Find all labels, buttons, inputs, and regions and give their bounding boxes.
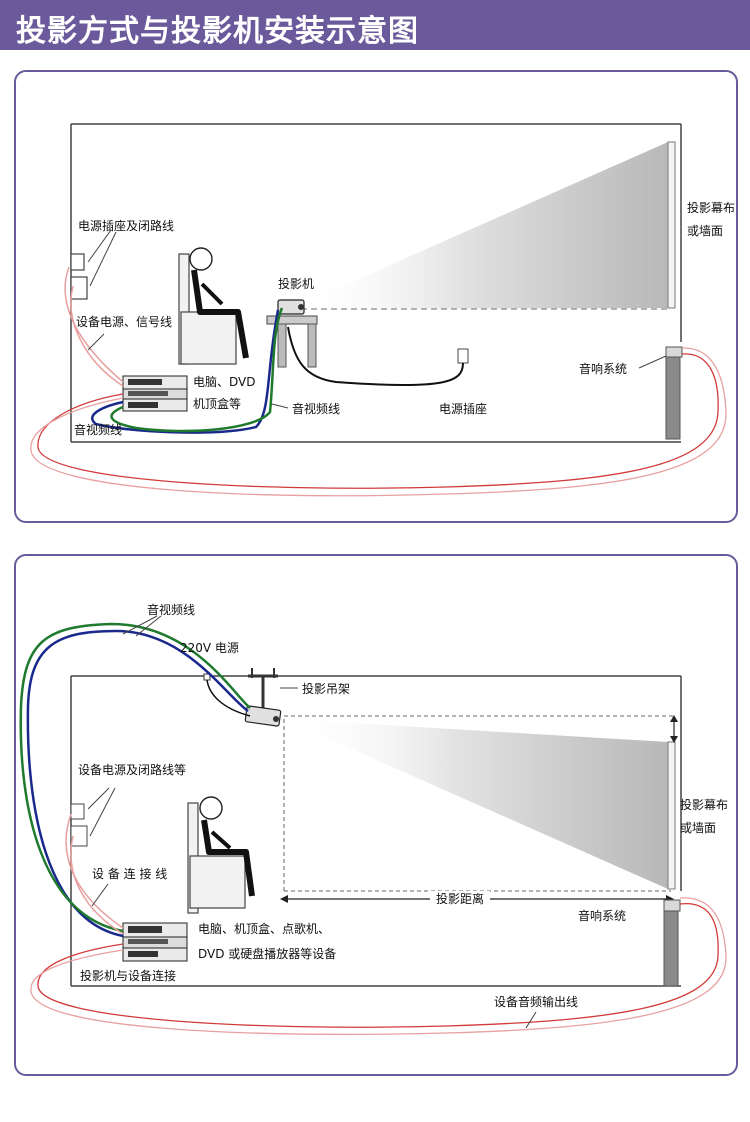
label-projector-connection: 投影机与设备连接 xyxy=(80,968,176,983)
label-power-socket: 电源插座及闭路线 xyxy=(78,218,174,233)
projection-beam xyxy=(284,719,668,889)
label-power-220v: 220V 电源 xyxy=(180,641,239,655)
ceiling-mount-icon xyxy=(248,668,278,708)
av-cable-blue xyxy=(26,629,249,938)
diagram-1-canvas: 电源插座及闭路线 设备电源、信号线 音视频线 投影机 投影幕布 或墙面 电脑、D… xyxy=(30,123,735,497)
pointer-socket-2 xyxy=(89,231,117,287)
cable-pink-2 xyxy=(70,835,124,935)
title-bar: 投影方式与投影机安装示意图 xyxy=(0,0,750,50)
label-av-cable-left: 音视频线 xyxy=(74,422,122,437)
cable-pink-2 xyxy=(70,285,124,387)
label-av-cable: 音视频线 xyxy=(147,602,195,617)
projection-screen xyxy=(667,141,676,309)
label-audio-system: 音响系统 xyxy=(579,361,627,376)
label-screen-2: 或墙面 xyxy=(680,821,716,835)
viewer-chair-icon xyxy=(178,247,249,365)
label-projector: 投影机 xyxy=(278,276,314,291)
label-screen-1: 投影幕布 xyxy=(680,797,728,812)
page-title: 投影方式与投影机安装示意图 xyxy=(16,14,419,49)
projector-power-cable xyxy=(287,326,464,387)
label-audio-system: 音响系统 xyxy=(578,908,626,923)
label-audio-output-line: 设备音频输出线 xyxy=(494,994,578,1009)
av-cable-blue xyxy=(91,309,280,434)
device-stack-icon xyxy=(122,375,188,412)
label-device-connect-line: 设 备 连 接 线 xyxy=(92,866,167,881)
speaker-icon xyxy=(665,356,681,440)
wall-power-outlet-icon xyxy=(457,348,469,364)
wall-socket-upper xyxy=(70,803,85,820)
pointer-audio-output xyxy=(525,1011,537,1029)
projection-beam xyxy=(291,142,668,309)
label-wall-socket: 电源插座 xyxy=(439,401,487,416)
pointer-av-1 xyxy=(122,615,158,635)
label-device-power-signal: 设备电源、信号线 xyxy=(76,315,172,329)
diagram-panel-1: 电源插座及闭路线 设备电源、信号线 音视频线 投影机 投影幕布 或墙面 电脑、D… xyxy=(14,70,738,523)
pointer-socket-2 xyxy=(89,787,116,837)
label-ceiling-mount: 投影吊架 xyxy=(302,681,350,696)
audio-cable-pink xyxy=(30,897,727,1036)
label-screen-1: 投影幕布 xyxy=(687,200,735,215)
pointer-av-cable xyxy=(271,403,289,409)
device-stack-icon xyxy=(122,922,188,962)
projector-table-icon xyxy=(266,315,318,368)
audio-cable-red xyxy=(37,353,719,489)
pointer-device-connect xyxy=(91,883,109,907)
label-screen-2: 或墙面 xyxy=(687,224,723,238)
wall-socket-upper xyxy=(70,253,85,271)
label-av-cable-mid: 音视频线 xyxy=(292,401,340,416)
label-set-top-box: 机顶盒等 xyxy=(193,396,241,411)
pointer-device-cables xyxy=(87,333,105,351)
label-pc-dvd: 电脑、DVD xyxy=(193,375,255,389)
projector-power-cable xyxy=(206,679,251,717)
pointer-socket-1 xyxy=(87,229,112,263)
projector-icon xyxy=(244,705,282,727)
wall-socket-lower xyxy=(70,825,88,847)
pointer-av-2 xyxy=(135,615,162,637)
pointer-socket-1 xyxy=(87,787,110,810)
speaker-icon xyxy=(663,910,679,987)
av-cable-green xyxy=(110,307,284,433)
audio-cable-pink xyxy=(30,347,727,497)
diagram-2-canvas: 音视频线 220V 电源 投影吊架 设备电源及闭路线等 设 备 连 接 线 投影… xyxy=(19,602,728,1036)
av-cable-green xyxy=(19,622,251,933)
viewer-chair-icon xyxy=(187,796,255,914)
label-devices-line1: 电脑、机顶盒、点歌机、 xyxy=(198,921,330,936)
label-device-power-closed: 设备电源及闭路线等 xyxy=(78,762,186,777)
diagram-panel-2: 音视频线 220V 电源 投影吊架 设备电源及闭路线等 设 备 连 接 线 投影… xyxy=(14,554,738,1076)
wall-socket-lower xyxy=(70,276,88,300)
pointer-speaker xyxy=(638,355,667,369)
label-devices-line2: DVD 或硬盘播放器等设备 xyxy=(198,946,336,961)
label-projection-distance: 投影距离 xyxy=(436,891,484,906)
projection-screen xyxy=(667,741,676,890)
audio-cable-red xyxy=(37,902,719,1028)
projector-icon xyxy=(277,299,305,315)
